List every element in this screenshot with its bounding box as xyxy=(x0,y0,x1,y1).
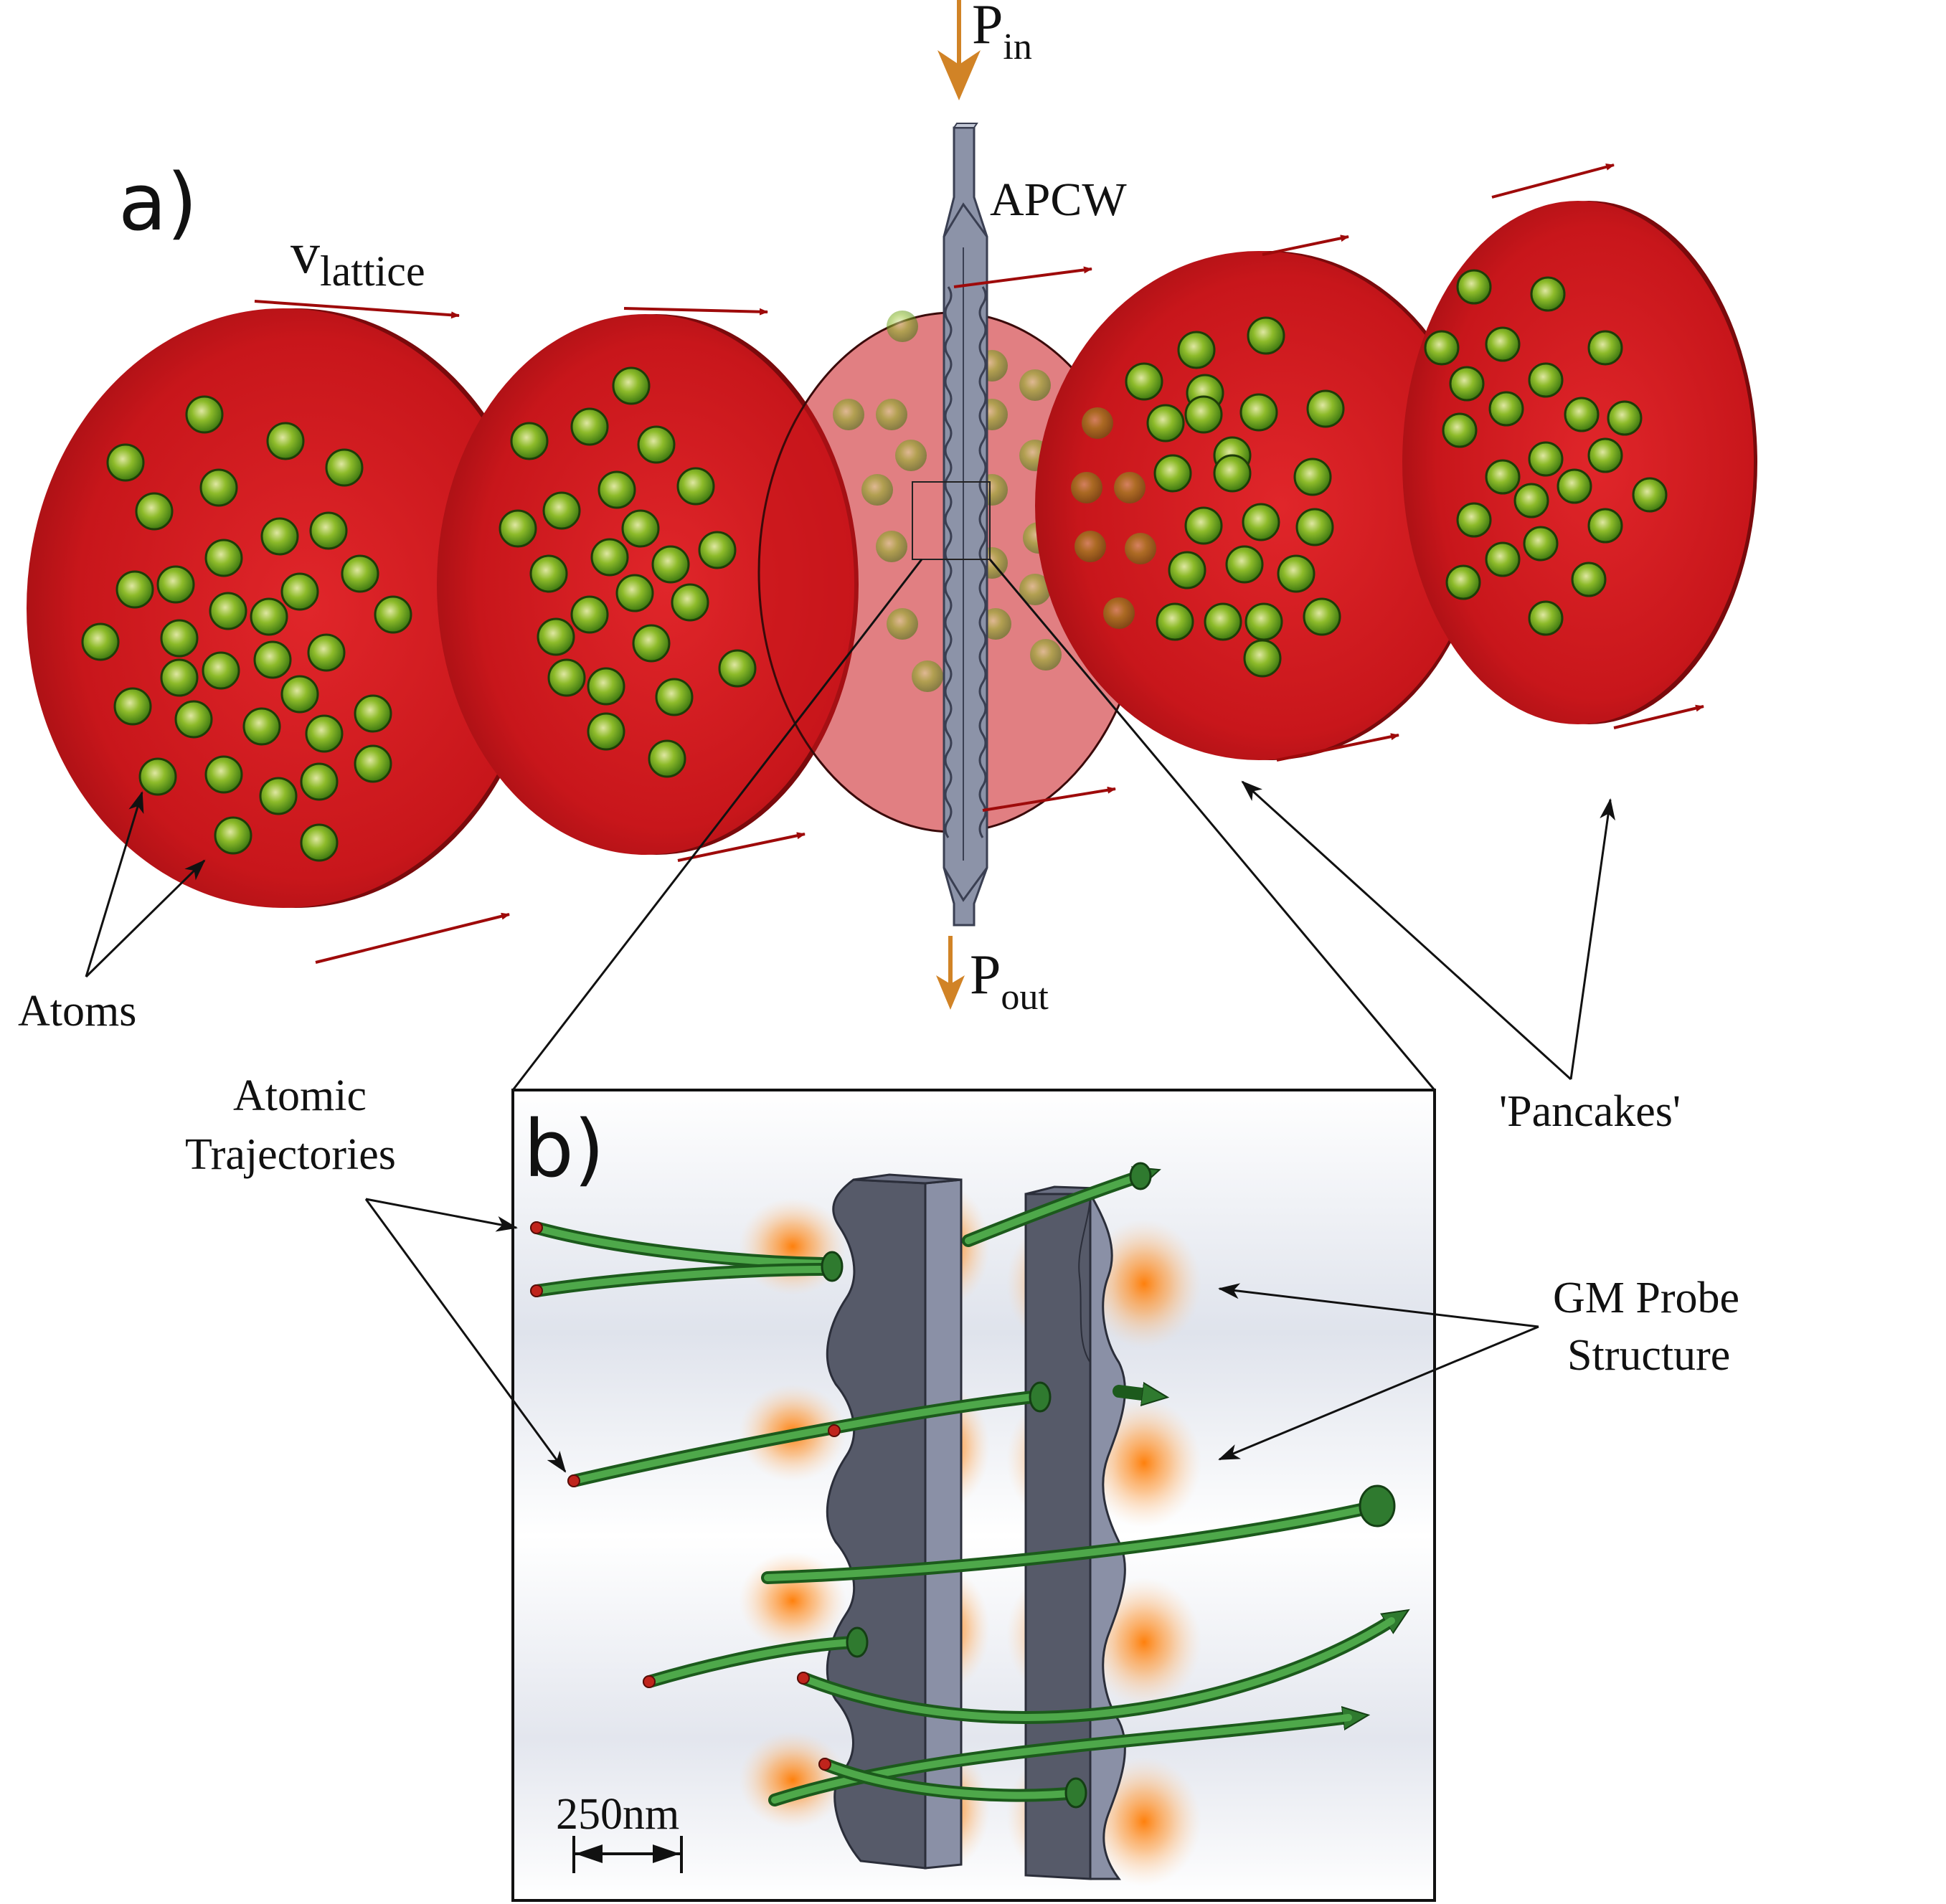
apcw-waveguide xyxy=(912,123,991,927)
zoom-region-box xyxy=(912,481,991,560)
pancake-2-atoms xyxy=(499,366,757,778)
power-out-arrow-icon xyxy=(936,936,965,1010)
trajectories-label-line1: Atomic xyxy=(233,1071,367,1120)
pancake-4-atoms xyxy=(1125,316,1345,678)
panel-b-label: b) xyxy=(524,1103,605,1195)
atomic-trajectories xyxy=(530,1176,1392,1806)
pointer-arrow-icon xyxy=(85,780,1615,1081)
p-out-label: Pout xyxy=(970,943,1049,1018)
scale-bar-arrow-icon xyxy=(572,1836,683,1873)
atom xyxy=(185,395,224,434)
zoom-connector-lines xyxy=(511,559,1436,1091)
pancakes-label: 'Pancakes' xyxy=(1499,1087,1681,1136)
v-lattice-label: vlattice xyxy=(291,220,425,295)
power-in-arrow-icon xyxy=(937,0,981,100)
trajectory-end-caps xyxy=(821,1162,1396,1809)
panel-a-label: a) xyxy=(118,156,197,248)
atoms-label: Atoms xyxy=(18,987,136,1036)
gm-probe-label-line2: Structure xyxy=(1567,1331,1730,1380)
scale-bar-label: 250nm xyxy=(556,1790,679,1839)
trajectory-start-points xyxy=(530,1221,841,1771)
velocity-arrow-icon xyxy=(254,163,1704,964)
pointer-arrow-icon xyxy=(364,1198,1539,1473)
gm-probe-label-line1: GM Probe xyxy=(1553,1274,1739,1322)
p-in-label: Pin xyxy=(972,0,1032,67)
apcw-label: APCW xyxy=(990,174,1127,226)
pancake-5 xyxy=(1402,201,1757,724)
pancake-1-atoms xyxy=(81,395,412,862)
pancake-5-atoms xyxy=(1424,269,1668,636)
trajectories-label-line2: Trajectories xyxy=(185,1130,396,1179)
